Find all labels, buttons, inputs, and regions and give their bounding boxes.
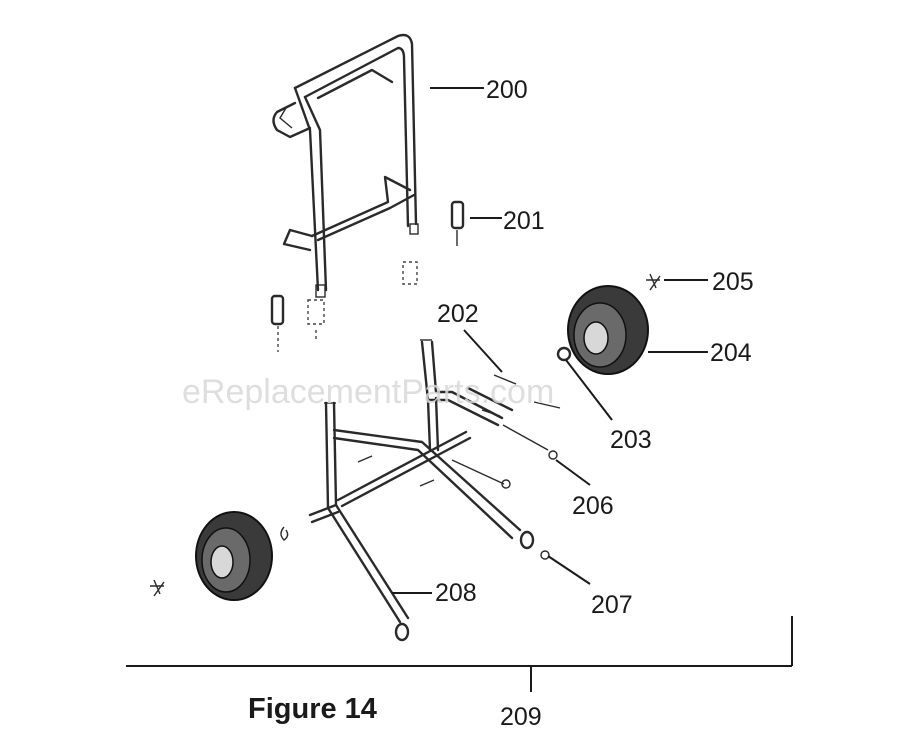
wheel-right-part <box>556 285 649 375</box>
stand-frame-part <box>308 396 550 642</box>
watermark-text: eReplacementParts.com <box>182 373 554 411</box>
label-200: 200 <box>486 76 528 104</box>
wheel-left-part <box>195 511 289 601</box>
label-204: 204 <box>710 339 752 367</box>
label-201: 201 <box>503 207 545 235</box>
rear-leg-bracket-part <box>420 339 561 460</box>
hitch-clip-part <box>150 273 661 597</box>
label-208: 208 <box>435 579 477 607</box>
label-209: 209 <box>500 703 542 731</box>
leader-lines <box>126 87 793 692</box>
end-cap-part <box>270 200 465 352</box>
figure-caption: Figure 14 <box>248 693 377 725</box>
label-207: 207 <box>591 591 633 619</box>
label-206: 206 <box>572 492 614 520</box>
label-202: 202 <box>437 300 479 328</box>
label-205: 205 <box>712 268 754 296</box>
label-203: 203 <box>610 426 652 454</box>
handle-frame-part <box>272 33 419 342</box>
